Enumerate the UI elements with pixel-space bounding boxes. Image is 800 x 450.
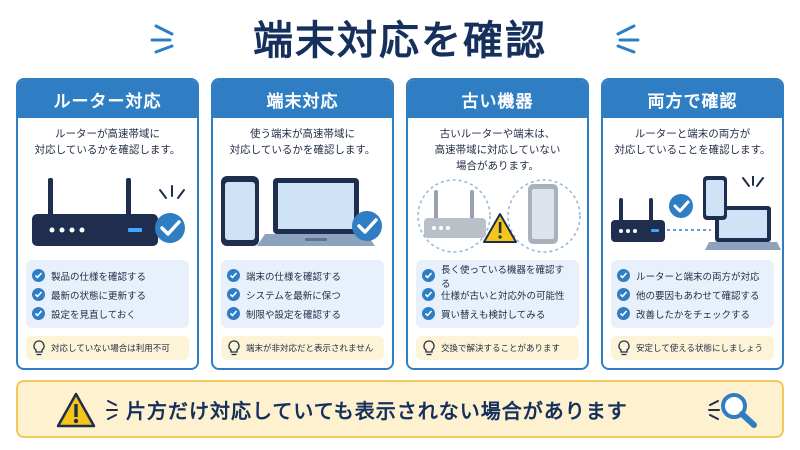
card-description: 使う端末が高速帯域に 対応しているかを確認します。: [213, 118, 392, 174]
check-list: 長く使っている機器を確認する 仕様が古いと対応外の可能性 買い替えも検討してみる: [416, 260, 579, 328]
list-item: 端末の仕様を確認する: [227, 266, 378, 285]
title-area: 端末対応を確認: [0, 6, 800, 68]
check-icon: [617, 269, 630, 282]
desc-line: 使う端末が高速帯域に: [250, 128, 355, 140]
card-description: ルーターが高速帯域に 対応しているかを確認します。: [18, 118, 197, 174]
tip-box: 安定して使える状態にしましょう: [611, 336, 774, 360]
check-badge-icon: [669, 194, 693, 218]
list-item-label: 改善したかをチェックする: [636, 309, 751, 321]
list-item-label: 他の要因もあわせて確認する: [636, 290, 760, 302]
list-item-label: 制限や設定を確認する: [246, 309, 342, 321]
emphasis-lines-right-icon: [708, 400, 720, 420]
desc-line: 対応しているかを確認します。: [34, 144, 181, 156]
emphasis-lines-right-icon: [616, 24, 640, 54]
check-icon: [32, 269, 45, 282]
list-item-label: 買い替えも検討してみる: [441, 309, 546, 321]
card-router: ルーター対応 ルーターが高速帯域に 対応しているかを確認します。: [16, 78, 199, 370]
list-item-label: 最新の状態に更新する: [51, 290, 147, 302]
desc-line: ルーターが高速帯域に: [55, 128, 160, 140]
check-badge-icon: [352, 211, 382, 241]
check-icon: [32, 307, 45, 320]
warning-banner: 片方だけ対応していても表示されない場合があります: [16, 380, 784, 438]
check-icon: [227, 288, 240, 301]
banner-text: 片方だけ対応していても表示されない場合があります: [126, 398, 628, 423]
list-item: システムを最新に保つ: [227, 285, 378, 304]
check-icon: [32, 288, 45, 301]
list-item: 改善したかをチェックする: [617, 304, 768, 323]
page-title: 端末対応を確認: [253, 18, 547, 64]
phone-and-laptop-icon: [221, 176, 382, 246]
tip-text: 端末が非対応だと表示されません: [246, 344, 374, 354]
list-item: 買い替えも検討してみる: [422, 304, 573, 323]
lightbulb-icon: [33, 340, 45, 356]
router-icon: [32, 178, 185, 246]
old-router-and-phone-icon: [417, 179, 581, 253]
check-icon: [617, 288, 630, 301]
lightbulb-icon: [618, 340, 630, 356]
list-item: 他の要因もあわせて確認する: [617, 285, 768, 304]
desc-line: 対応していることを確認します。: [614, 144, 771, 156]
card-old-devices: 古い機器 古いルーターや端末は、 高速帯域に対応していない 場合があります。: [406, 78, 589, 370]
tip-box: 対応していない場合は利用不可: [26, 336, 189, 360]
card-header: 端末対応: [213, 80, 392, 118]
list-item-label: 仕様が古いと対応外の可能性: [441, 290, 565, 302]
desc-line: 高速帯域に対応していない: [434, 144, 561, 156]
card-both: 両方で確認 ルーターと端末の両方が 対応していることを確認します。: [601, 78, 784, 370]
check-list: 製品の仕様を確認する 最新の状態に更新する 設定を見直しておく: [26, 260, 189, 328]
desc-line: ルーターと端末の両方が: [634, 128, 751, 140]
warning-icon: [56, 392, 96, 428]
check-icon: [422, 307, 435, 320]
list-item-label: 端末の仕様を確認する: [246, 271, 342, 283]
desc-line: 古いルーターや端末は、: [439, 128, 556, 140]
check-badge-icon: [155, 213, 185, 243]
desc-line: 場合があります。: [456, 160, 539, 172]
magnifier-icon: [721, 393, 757, 428]
check-list: ルーターと端末の両方が対応 他の要因もあわせて確認する 改善したかをチェックする: [611, 260, 774, 328]
router-phone-laptop-icon: [611, 176, 781, 250]
check-icon: [227, 269, 240, 282]
card-header: 両方で確認: [603, 80, 782, 118]
tip-text: 安定して使える状態にしましょう: [636, 344, 763, 354]
tip-box: 交換で解決することがあります: [416, 336, 579, 360]
card-description: 古いルーターや端末は、 高速帯域に対応していない 場合があります。: [408, 118, 587, 174]
list-item: 制限や設定を確認する: [227, 304, 378, 323]
card-device: 端末対応 使う端末が高速帯域に 対応しているかを確認します。 端末の仕様を確認す…: [211, 78, 394, 370]
list-item: 長く使っている機器を確認する: [422, 265, 573, 290]
list-item-label: 長く使っている機器を確認する: [441, 264, 565, 290]
list-item-label: 製品の仕様を確認する: [51, 271, 147, 283]
list-item: 設定を見直しておく: [32, 304, 183, 323]
emphasis-lines-left-icon: [106, 400, 118, 420]
check-icon: [422, 288, 435, 301]
check-icon: [227, 307, 240, 320]
lightbulb-icon: [228, 340, 240, 356]
check-icon: [617, 307, 630, 320]
card-description: ルーターと端末の両方が 対応していることを確認します。: [603, 118, 782, 174]
tip-text: 交換で解決することがあります: [441, 344, 561, 354]
list-item: ルーターと端末の両方が対応: [617, 266, 768, 285]
check-icon: [422, 269, 435, 282]
emphasis-lines-left-icon: [150, 24, 174, 54]
tip-text: 対応していない場合は利用不可: [51, 344, 170, 354]
list-item: 製品の仕様を確認する: [32, 266, 183, 285]
list-item: 仕様が古いと対応外の可能性: [422, 285, 573, 304]
check-list: 端末の仕様を確認する システムを最新に保つ 制限や設定を確認する: [221, 260, 384, 328]
warning-icon: [483, 213, 517, 243]
card-header: ルーター対応: [18, 80, 197, 118]
card-header: 古い機器: [408, 80, 587, 118]
card-row: ルーター対応 ルーターが高速帯域に 対応しているかを確認します。: [16, 78, 784, 370]
list-item: 最新の状態に更新する: [32, 285, 183, 304]
list-item-label: ルーターと端末の両方が対応: [636, 271, 760, 283]
tip-box: 端末が非対応だと表示されません: [221, 336, 384, 360]
list-item-label: システムを最新に保つ: [246, 290, 341, 302]
desc-line: 対応しているかを確認します。: [229, 144, 376, 156]
list-item-label: 設定を見直しておく: [51, 309, 136, 321]
lightbulb-icon: [423, 340, 435, 356]
